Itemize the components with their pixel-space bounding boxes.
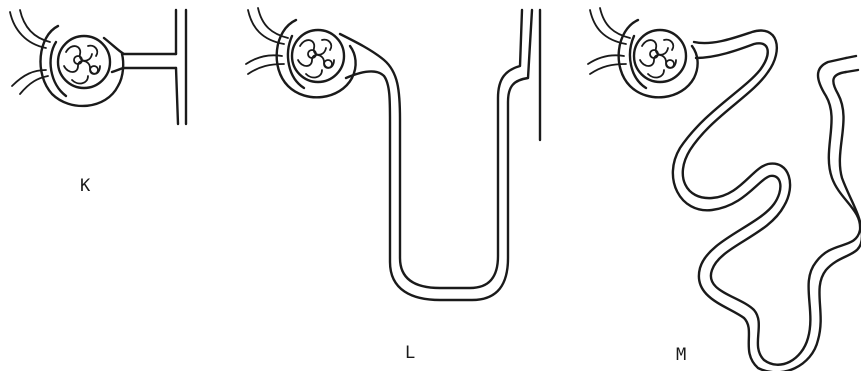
panel-m-afferent-vessel [590, 8, 630, 44]
panel-k-tubule [104, 38, 176, 72]
panel-l-glomerulus [292, 30, 344, 82]
panel-m-glomerulus [634, 30, 686, 82]
panel-k-glomerulus-loops [64, 46, 100, 84]
panel-k-nephron [10, 10, 186, 124]
panel-m-collecting-duct [846, 56, 858, 72]
panel-l-glomerulus-loops [298, 40, 334, 78]
panel-l-label: L [405, 343, 415, 363]
panel-l-loop-outer [340, 10, 522, 288]
panel-k-label: K [80, 176, 90, 196]
panel-m-tubule-inner [673, 43, 861, 371]
panel-l-afferent-vessel [248, 8, 288, 44]
panel-k-glomerulus [58, 36, 110, 88]
panel-m-glomerulus-loops [640, 40, 676, 78]
panel-k-collecting-duct [176, 10, 186, 124]
panel-l-nephron [246, 8, 540, 300]
panel-m-label: M [676, 345, 686, 365]
panel-m-nephron [588, 8, 861, 371]
